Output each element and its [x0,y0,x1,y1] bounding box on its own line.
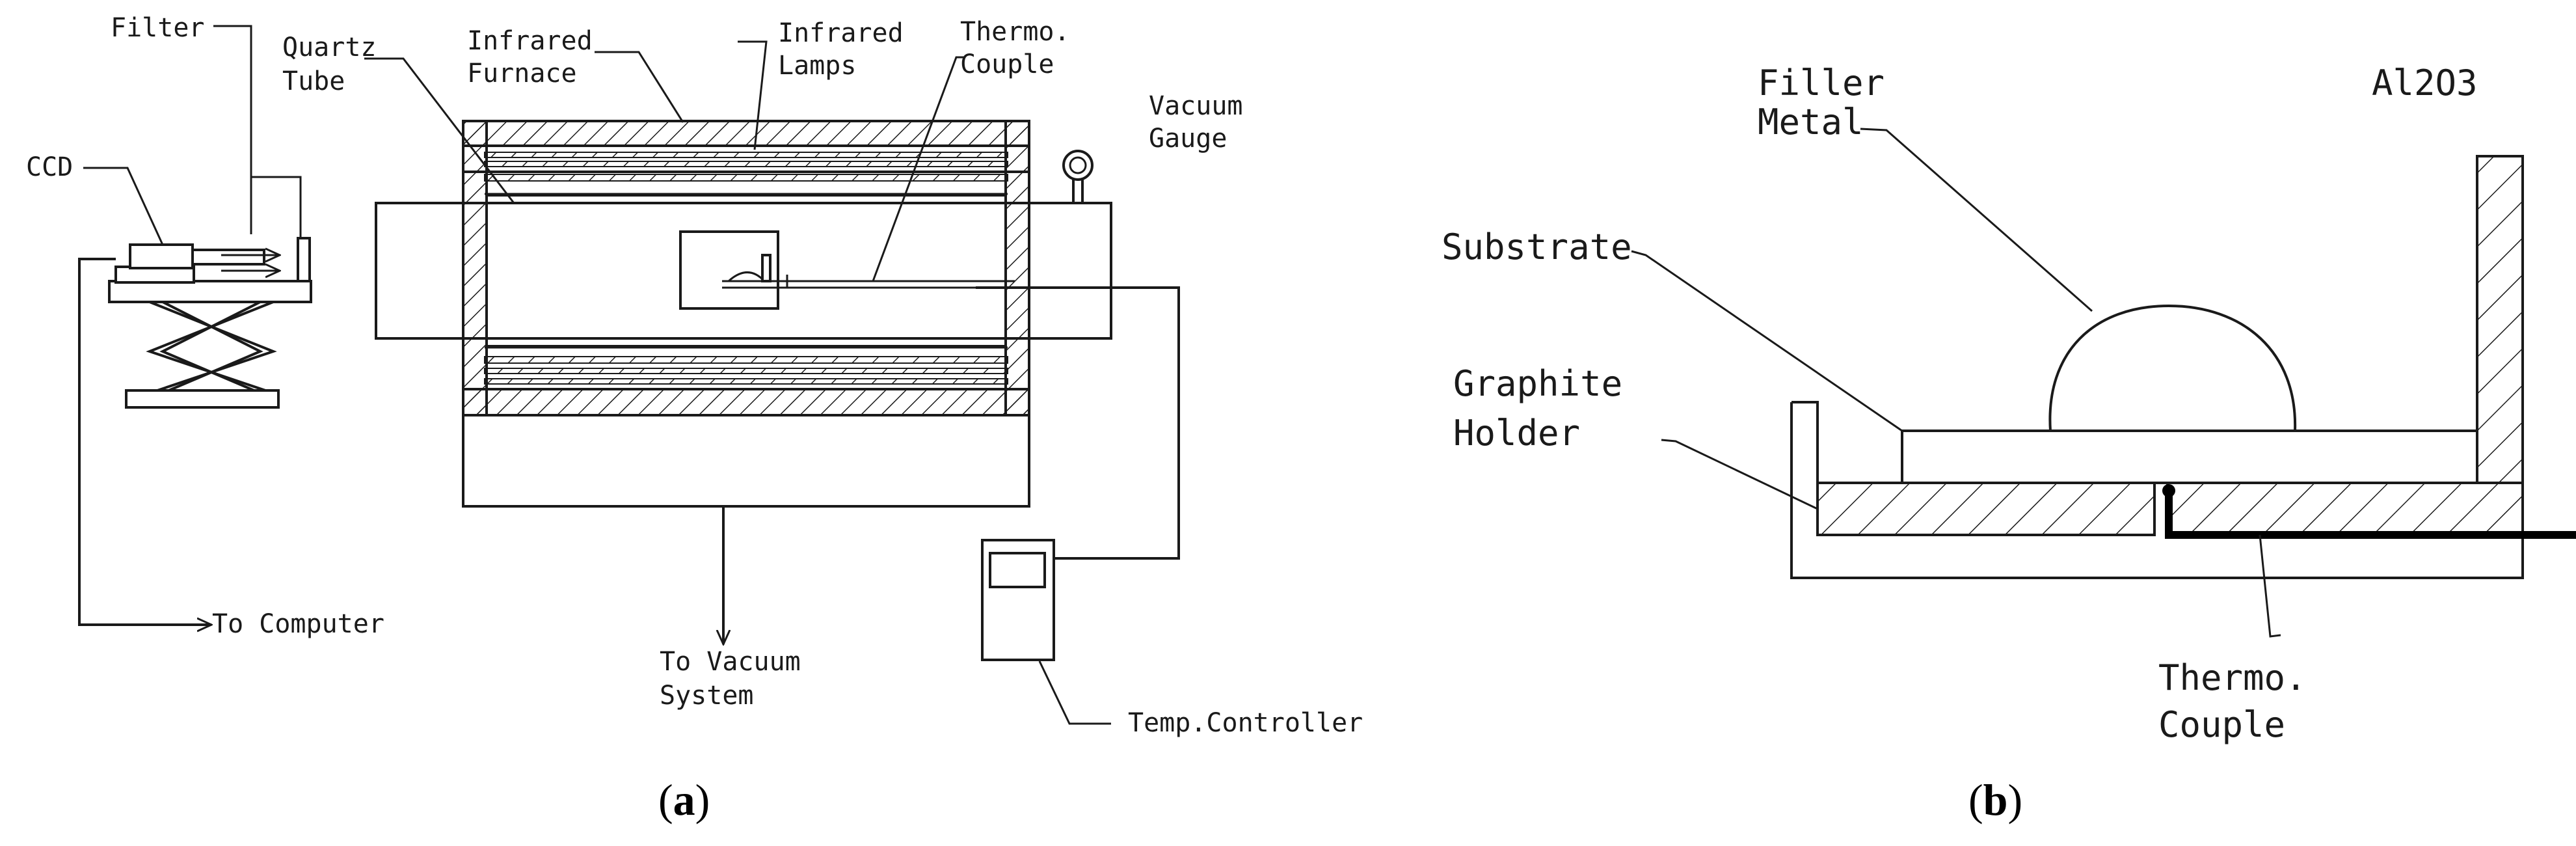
substrate [1901,430,2478,484]
caption-a: (a) [658,775,710,825]
label-infrared-furnace-line1: Infrared [467,26,593,56]
label-infrared-furnace-line2: Furnace [467,59,577,89]
graphite-holder-left [1816,482,2156,536]
computer-cable [78,258,211,625]
infrared-lamp-bottom-3 [484,378,1008,385]
label-substrate: Substrate [1442,226,1632,267]
leader-infrared-furnace [595,51,684,123]
leader-thermocouple [872,56,965,282]
label-to-vacuum-system-line1: To Vacuum [660,647,801,677]
label-al2o3: Al2O3 [2372,62,2478,103]
label-temp-controller: Temp.Controller [1128,708,1363,738]
quartz-tube [375,202,1112,340]
leader-quartz-tube [364,57,515,204]
thermocouple-wire [2165,491,2576,539]
label-infrared-lamps-line2: Lamps [778,51,856,81]
filler-metal-drop [2048,304,2297,431]
label-vacuum-gauge-line2: Gauge [1149,124,1227,154]
graphite-holder-right [2166,482,2524,536]
label-filler-metal-line1: Filler [1758,62,1885,103]
infrared-lamp-top-3 [484,174,1008,182]
al2o3-wall [2476,155,2524,484]
infrared-lamp-bottom-2 [484,368,1008,374]
label-to-computer: To Computer [212,609,384,639]
label-infrared-lamps-line1: Infrared [778,18,904,48]
label-graphite-holder-line2: Holder [1453,413,1580,454]
label-ccd: CCD [26,152,73,182]
label-vacuum-gauge-line1: Vacuum [1149,91,1243,121]
infrared-lamp-top-2 [484,161,1008,167]
label-thermocouple-line1: Thermo. [960,17,1070,47]
label-thermocouple-b-line2: Couple [2158,704,2285,745]
panel-a: Filter CCD Quartz Tube Infrared Furnace … [26,13,1363,825]
panel-b: Filler Metal Al2O3 Substrate Graphite Ho… [1442,62,2576,825]
leader-thermocouple-b [2259,534,2281,638]
furnace-base [462,414,1030,508]
label-graphite-holder-line1: Graphite [1453,363,1622,404]
infrared-furnace [462,120,1030,508]
label-thermocouple-b-line1: Thermo. [2158,657,2307,698]
leader-temp-controller [1038,661,1111,725]
infrared-lamp-top-1 [484,152,1008,158]
infrared-lamp-bottom-1 [484,356,1008,364]
caption-b: (b) [1968,775,2022,825]
label-filler-metal-line2: Metal [1758,102,1864,143]
leader-substrate [1631,250,1903,432]
ccd-camera-stage [108,237,312,303]
leader-filler-metal [1860,128,2093,312]
label-quartz-tube-line2: Tube [282,66,345,96]
label-to-vacuum-system-line2: System [660,681,754,711]
scissor-lift [125,301,280,409]
sample-chamber [679,230,1015,310]
label-thermocouple-line2: Couple [960,49,1054,79]
thermocouple-cable [976,286,1180,560]
graphite-holder-frame [1791,401,1819,483]
label-quartz-tube-line1: Quartz [282,33,377,62]
leader-infrared-lamps [738,40,768,150]
label-filter: Filter [111,13,205,43]
leader-ccd [83,167,164,245]
vacuum-gauge [1062,150,1093,203]
leader-graphite-holder [1661,439,1818,510]
